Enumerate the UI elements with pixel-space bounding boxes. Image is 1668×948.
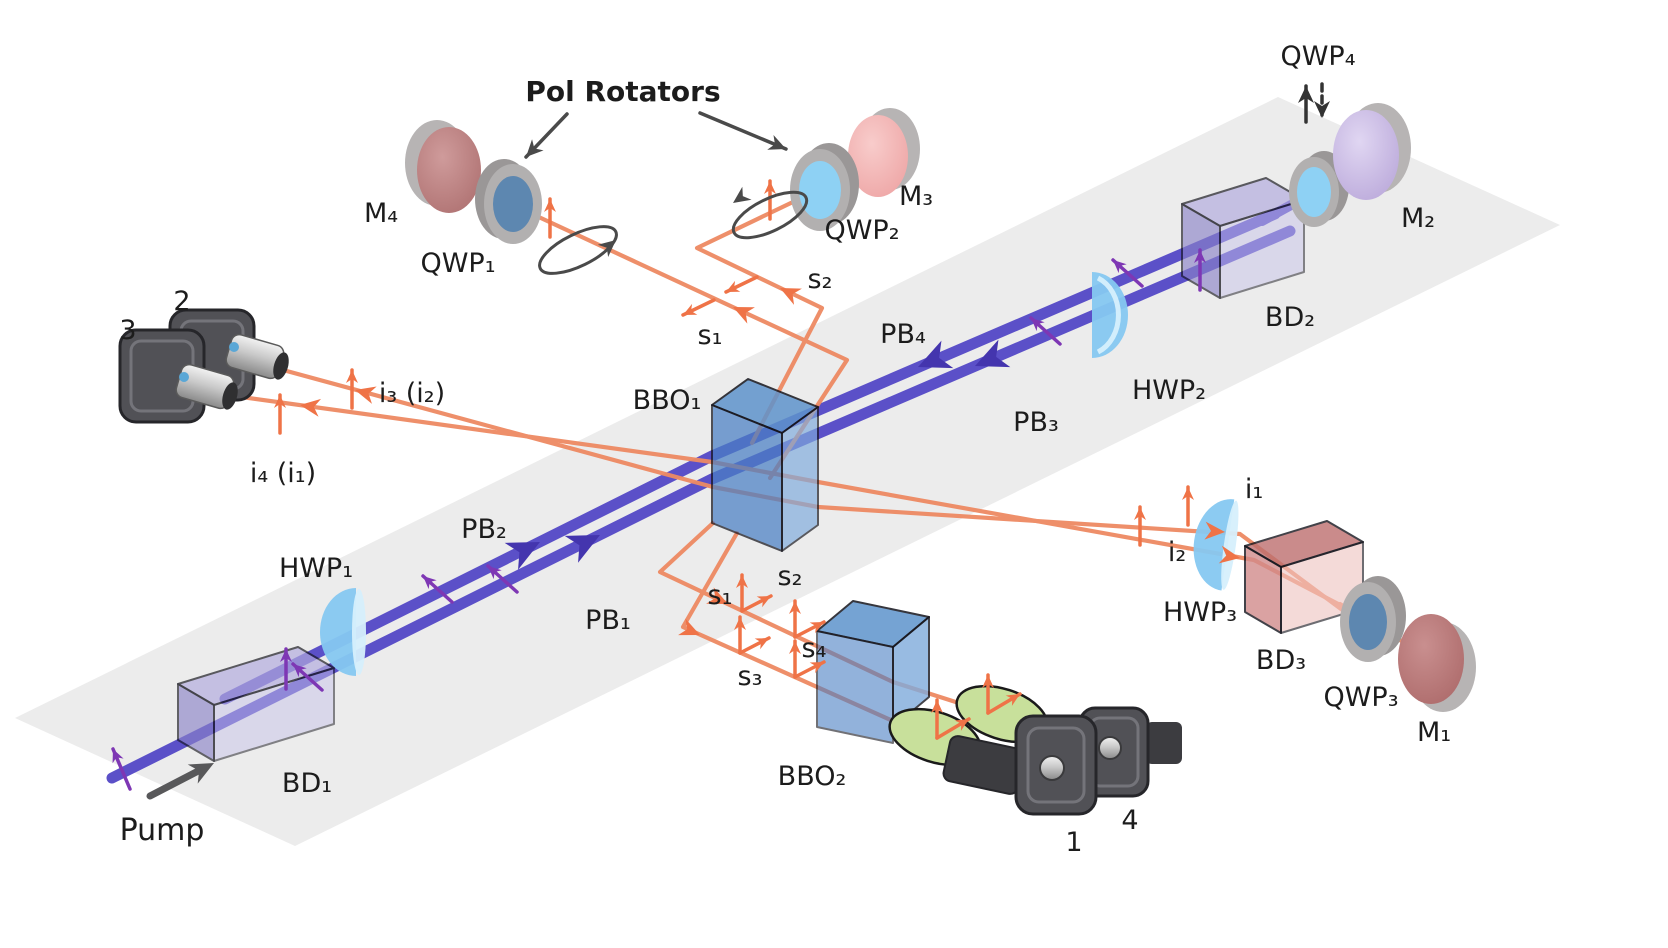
label-bd3: BD₃: [1256, 645, 1306, 676]
m1-mirror: [1398, 614, 1476, 712]
label-qwp3: QWP₃: [1323, 682, 1398, 713]
label-s3-lower: s₃: [738, 661, 763, 692]
label-m2: M₂: [1401, 203, 1435, 234]
label-s2-upper: s₂: [808, 264, 833, 295]
label-s1-lower: s₁: [708, 580, 733, 611]
hwp1-waveplate: [320, 588, 366, 676]
label-qwp4: QWP₄: [1280, 41, 1355, 72]
label-pb4: PB₄: [880, 319, 926, 350]
bbo2-side-face: [892, 616, 930, 728]
detector-1-coupler: [1039, 755, 1065, 781]
detector-2-aperture: [273, 352, 289, 380]
bbo2-crystal: [816, 600, 930, 744]
m2-mirror: [1333, 103, 1411, 200]
label-bbo2: BBO₂: [778, 761, 847, 792]
detector-1: [942, 714, 1098, 816]
label-i2: i₂: [1168, 537, 1186, 568]
label-s1-upper: s₁: [698, 320, 723, 351]
bbo1-side-face: [781, 406, 819, 552]
detector-4-coupler: [1098, 736, 1122, 760]
pol-rotators-arrow-right: [698, 111, 788, 151]
detector-3-fiber-port: [179, 372, 189, 382]
label-pb3: PB₃: [1013, 407, 1059, 438]
pol-tip: [680, 303, 698, 321]
label-i4-alias: i₄ (i₁): [250, 458, 316, 489]
label-pb1: PB₁: [585, 605, 631, 636]
m4-mirror: [405, 120, 481, 213]
m1-face: [1398, 614, 1464, 704]
hwp3-edge-highlight: [1221, 500, 1239, 590]
qwp4-glass: [1297, 167, 1331, 217]
hwp1-lens: [320, 588, 356, 676]
label-m3: M₃: [899, 181, 933, 212]
m4-face: [417, 127, 481, 213]
label-bd1: BD₁: [282, 768, 332, 799]
beam-arrow-rot2: [776, 279, 802, 305]
label-detector-3: 3: [119, 315, 136, 346]
rotation-loop-qwp1: [538, 225, 618, 275]
bbo2-front-face: [816, 630, 894, 744]
label-detector-4: 4: [1121, 805, 1138, 836]
label-detector-1: 1: [1065, 827, 1082, 858]
bbo1-crystal: [711, 378, 819, 552]
label-bd2: BD₂: [1265, 302, 1315, 333]
label-m4: M₄: [364, 198, 398, 229]
detector-3-aperture: [222, 382, 238, 410]
label-qwp1: QWP₁: [420, 248, 495, 279]
label-hwp2: HWP₂: [1132, 375, 1206, 406]
ann-tip: [728, 186, 752, 210]
m3-mirror: [848, 108, 920, 197]
label-pump: Pump: [120, 813, 205, 848]
m2-face: [1333, 110, 1399, 200]
bd1-front-face: [213, 667, 335, 762]
label-i1: i₁: [1245, 474, 1263, 505]
qwp2-glass: [799, 161, 841, 219]
qwp1-waveplate: [475, 159, 542, 244]
detector-1-face-ring: [1026, 726, 1086, 804]
label-i3-alias: i₃ (i₂): [379, 378, 445, 409]
hwp2-waveplate: [1092, 272, 1128, 358]
bd1-beam-displacer: [177, 646, 335, 762]
label-s4-lower: s₄: [802, 633, 827, 664]
detector-3: [118, 328, 238, 424]
pol-tip: [723, 280, 741, 298]
labels: Pump BD₁ HWP₁ PB₂ PB₁ BBO₁ s₁ s₂ Pol Rot…: [119, 41, 1451, 858]
pump-input-arrow: [146, 753, 219, 800]
label-pb2: PB₂: [461, 514, 507, 545]
label-hwp3: HWP₃: [1163, 597, 1237, 628]
label-detector-2: 2: [173, 286, 190, 317]
qwp3-glass: [1349, 594, 1387, 650]
hwp2-edge-highlight: [1096, 275, 1121, 355]
signal-path-rotator2: [694, 187, 825, 446]
bd1-left-face: [177, 683, 215, 762]
detector-2-fiber-port: [229, 342, 239, 352]
label-bbo1: BBO₁: [633, 385, 702, 416]
ann-tip: [767, 134, 790, 157]
label-pol-rotators: Pol Rotators: [525, 75, 720, 108]
pump-arrow-shaft: [146, 764, 208, 800]
qwp3-waveplate: [1340, 576, 1406, 662]
qwp2-waveplate: [790, 143, 859, 231]
label-qwp2: QWP₂: [824, 215, 899, 246]
detector-4-arm: [1146, 722, 1182, 764]
label-m1: M₁: [1417, 717, 1451, 748]
hwp2-lens: [1092, 272, 1128, 358]
label-hwp1: HWP₁: [279, 553, 353, 584]
pol-tip: [754, 632, 772, 650]
hwp3-waveplate: [1193, 499, 1239, 591]
m3-face: [848, 115, 908, 197]
detector-1-arm: [942, 735, 1026, 795]
rotation-loop-qwp2: [731, 190, 809, 240]
beam-arrow-rot1: [729, 298, 755, 324]
label-s2-lower: s₂: [778, 561, 803, 592]
qwp1-glass: [493, 176, 533, 232]
hwp1-edge-highlight: [352, 589, 366, 675]
